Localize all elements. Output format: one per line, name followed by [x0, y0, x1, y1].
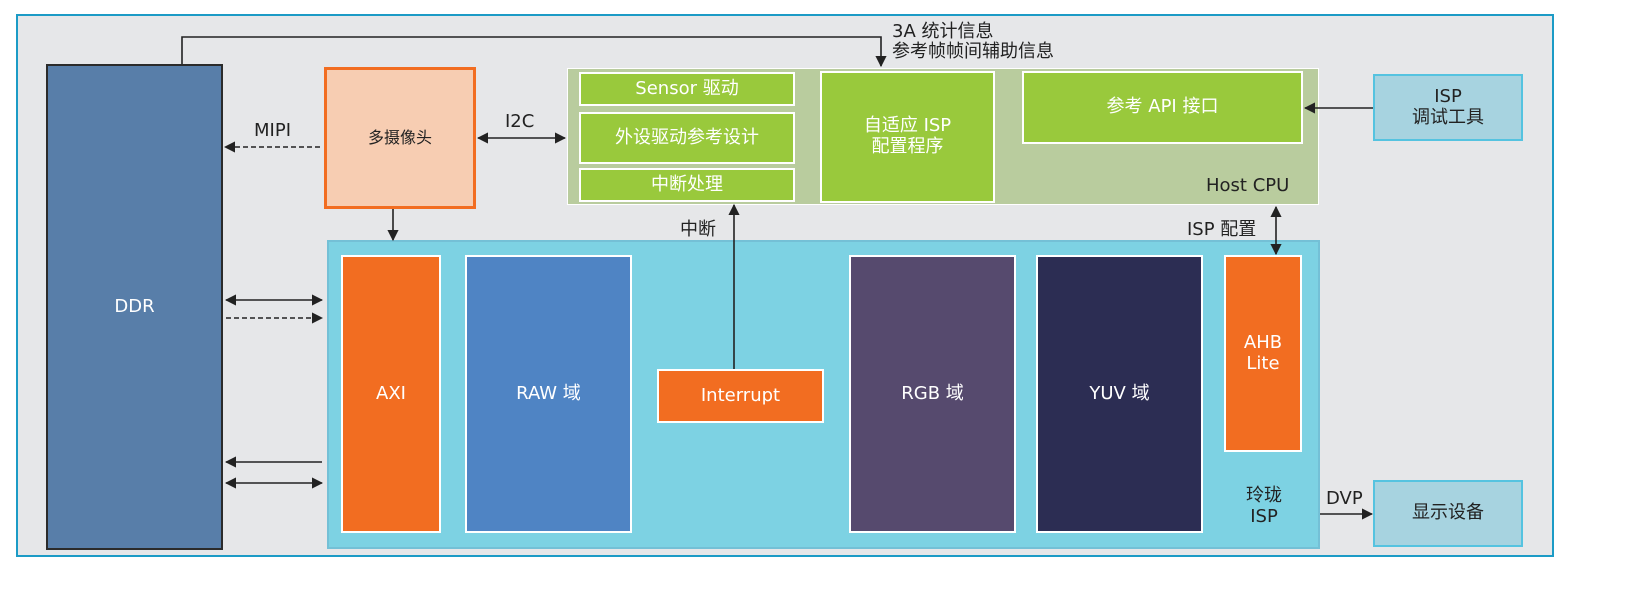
- adaptive-isp-label-2: 配置程序: [871, 136, 944, 157]
- mipi-label: MIPI: [254, 120, 292, 141]
- yuv-domain-block: YUV 域: [1036, 255, 1203, 533]
- stats-label-1: 3A 统计信息: [892, 21, 994, 42]
- raw-domain-label: RAW 域: [516, 382, 581, 404]
- dvp-label: DVP: [1326, 488, 1363, 509]
- host-cpu-label: Host CPU: [1206, 175, 1290, 196]
- ahb-label-2: Lite: [1246, 352, 1280, 374]
- peripheral-driver-label: 外设驱动参考设计: [615, 126, 759, 148]
- isp-name-label: 玲珑 ISP: [1228, 485, 1300, 527]
- stats-label: 3A 统计信息 参考帧帧间辅助信息: [892, 22, 1054, 62]
- adaptive-isp-label-1: 自适应 ISP: [863, 115, 952, 137]
- isp-tool-label-1: ISP: [1434, 85, 1462, 107]
- stats-feedback-arrow: [181, 36, 887, 68]
- display-device-label: 显示设备: [1412, 502, 1484, 524]
- rgb-domain-label: RGB 域: [901, 382, 964, 404]
- ddr-block: DDR: [46, 64, 223, 550]
- sensor-driver-label: Sensor 驱动: [635, 77, 739, 99]
- raw-domain-block: RAW 域: [465, 255, 632, 533]
- isp-config-label: ISP 配置: [1187, 219, 1257, 240]
- interrupt-edge-label: 中断: [680, 219, 716, 240]
- reference-api-block: 参考 API 接口: [1022, 71, 1303, 144]
- sensor-driver-block: Sensor 驱动: [579, 72, 795, 106]
- yuv-domain-label: YUV 域: [1089, 382, 1150, 404]
- rgb-domain-block: RGB 域: [849, 255, 1016, 533]
- axi-label: AXI: [376, 382, 406, 404]
- axi-block: AXI: [341, 255, 441, 533]
- interrupt-block: Interrupt: [657, 369, 824, 423]
- camera-label: 多摄像头: [367, 127, 432, 147]
- peripheral-driver-block: 外设驱动参考设计: [579, 112, 795, 164]
- display-device-block: 显示设备: [1373, 480, 1523, 547]
- ahb-label-1: AHB: [1243, 331, 1283, 353]
- interrupt-handler-block: 中断处理: [579, 168, 795, 202]
- stats-label-2: 参考帧帧间辅助信息: [892, 40, 1054, 62]
- i2c-label: I2C: [505, 111, 535, 132]
- reference-api-label: 参考 API 接口: [1106, 96, 1219, 118]
- camera-block: 多摄像头: [324, 67, 476, 209]
- interrupt-label: Interrupt: [700, 384, 781, 406]
- isp-name-label-2: ISP: [1250, 505, 1278, 527]
- isp-tool-label-2: 调试工具: [1412, 106, 1484, 128]
- ddr-label: DDR: [114, 295, 155, 317]
- isp-name-label-1: 玲珑: [1246, 485, 1282, 506]
- interrupt-handler-label: 中断处理: [651, 173, 723, 195]
